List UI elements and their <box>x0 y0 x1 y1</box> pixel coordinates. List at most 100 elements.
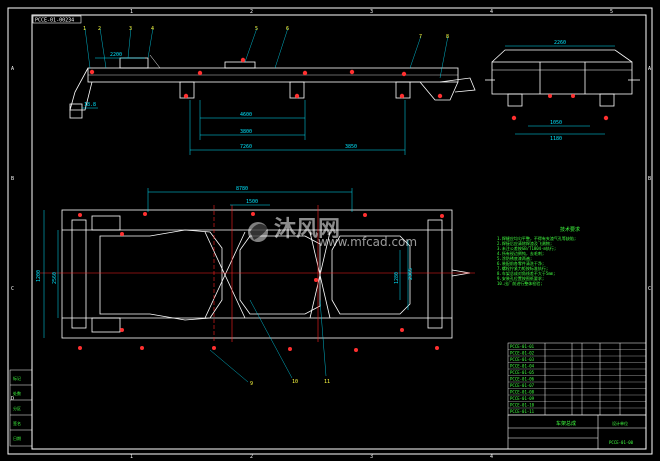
dim-side-6: 2200 <box>110 52 122 58</box>
zone-letter-a-right: A <box>648 66 651 72</box>
stamp-label: 标记 <box>13 375 21 381</box>
mount-point <box>212 346 216 350</box>
title-block <box>507 414 647 450</box>
tech-req-line: 6.装配前各零件清洗干净; <box>497 260 544 266</box>
callout-4: 4 <box>151 26 154 32</box>
zone-letter-c: C <box>11 286 14 292</box>
mount-point <box>400 328 404 332</box>
side-mount-points <box>89 57 443 99</box>
stamp-label: 处数 <box>13 390 21 396</box>
mount-point <box>78 346 82 350</box>
side-callouts <box>84 27 449 79</box>
dim-plan-2: 1500 <box>246 199 258 205</box>
mount-point <box>140 346 144 350</box>
dim-side-2: 3800 <box>240 129 252 135</box>
zone-letter-c-right: C <box>648 286 651 292</box>
callout-9: 9 <box>250 381 253 387</box>
mount-point <box>294 93 300 99</box>
side-front-block <box>69 103 83 119</box>
tech-req-line: 10.出厂前进行整体检验; <box>497 280 543 286</box>
dim-plan-1: 8780 <box>236 186 248 192</box>
dim-side-1: 4600 <box>240 112 252 118</box>
watermark: 沐风网 www.mfcad.com <box>248 217 417 249</box>
stamp-label: 分区 <box>13 405 21 411</box>
callout-8: 8 <box>446 34 449 40</box>
mount-point <box>120 328 124 332</box>
plan-callouts <box>209 299 327 383</box>
zone-num-bottom-4: 4 <box>490 454 493 460</box>
bom-row: PCCE-01-11 <box>510 409 535 414</box>
bom-row: PCCE-01-03 <box>510 357 535 362</box>
bom-rows <box>508 349 646 409</box>
tech-req-title: 技术要求 <box>560 226 580 233</box>
mount-point <box>349 69 355 75</box>
watermark-brand: 沐风网 <box>274 217 340 242</box>
drawing-tag-box <box>32 15 82 24</box>
mount-point <box>251 212 255 216</box>
callout-2: 2 <box>98 26 101 32</box>
plan-mount-points <box>78 212 444 352</box>
mount-point <box>435 346 439 350</box>
zone-letter-b-right: B <box>648 176 651 182</box>
zone-num-5: 5 <box>610 9 613 15</box>
mount-point <box>363 213 367 217</box>
mount-point <box>354 348 358 352</box>
end-view <box>485 49 640 107</box>
mount-point <box>401 71 407 77</box>
dim-plan-5: 2365 <box>408 268 414 280</box>
zone-num-4: 4 <box>490 9 493 15</box>
mount-point <box>78 213 82 217</box>
side-rear-bracket <box>400 81 459 101</box>
bom-row: PCCE-01-09 <box>510 396 535 401</box>
drawing-tag: PCCE-01-00234 <box>35 18 74 24</box>
side-dimensions <box>82 57 406 155</box>
mount-point <box>440 214 444 218</box>
dim-plan-3: 1200 <box>36 270 42 282</box>
zone-num-1: 1 <box>130 9 133 15</box>
zone-letter-a: A <box>11 66 14 72</box>
end-frame-body <box>491 61 633 95</box>
mount-point <box>302 70 308 76</box>
stamp-label: 日期 <box>13 435 21 441</box>
tech-req-line: 8.车架总成对角线差不大于5mm; <box>497 270 555 276</box>
tech-req-line: 4.所有锐边倒钝，去毛刺; <box>497 250 544 256</box>
bom-row: PCCE-01-06 <box>510 377 535 382</box>
outer-border <box>7 7 653 455</box>
end-mount-points <box>511 94 609 121</box>
zone-num-2: 2 <box>250 9 253 15</box>
tech-req-line: 9.安装孔位置按图纸要求; <box>497 275 544 281</box>
mount-point <box>511 115 517 121</box>
dim-end-3: 1180 <box>550 136 562 142</box>
callout-10: 10 <box>292 379 298 385</box>
mount-point <box>571 94 575 98</box>
callout-7: 7 <box>419 34 422 40</box>
mount-point <box>437 93 443 99</box>
mount-point <box>120 232 124 236</box>
callout-11: 11 <box>324 379 330 385</box>
mount-point <box>240 57 246 63</box>
dim-side-5: 18.8 <box>84 102 96 108</box>
mount-point <box>197 70 203 76</box>
tech-req-line: 3.未注公差按GB/T1804-m执行; <box>497 245 556 251</box>
tech-req-line: 1.焊缝应均匀平整，不得有夹渣气孔等缺陷; <box>497 235 576 241</box>
callout-3: 3 <box>129 26 132 32</box>
bom-row: PCCE-01-04 <box>510 364 535 369</box>
plan-dimensions <box>43 188 409 338</box>
callout-6: 6 <box>286 26 289 32</box>
left-stamp-strip <box>9 369 33 447</box>
dim-plan-4: 2560 <box>52 272 58 284</box>
side-view <box>69 54 476 119</box>
border-zone-letters: A B C D A B C <box>11 66 651 402</box>
bom-row: PCCE-01-07 <box>510 383 535 388</box>
bom-labels: PCCE-01-01 PCCE-01-02 PCCE-01-03 PCCE-01… <box>510 344 535 414</box>
end-dimensions <box>505 45 615 135</box>
bom-row: PCCE-01-02 <box>510 351 535 356</box>
mount-point <box>183 93 189 99</box>
title-code: PCCE-01-00 <box>609 440 634 445</box>
watermark-url: www.mfcad.com <box>318 235 417 249</box>
title-name: 车架总成 <box>556 420 576 427</box>
plan-crossmember-front <box>99 229 223 321</box>
plan-centerlines <box>40 205 475 342</box>
